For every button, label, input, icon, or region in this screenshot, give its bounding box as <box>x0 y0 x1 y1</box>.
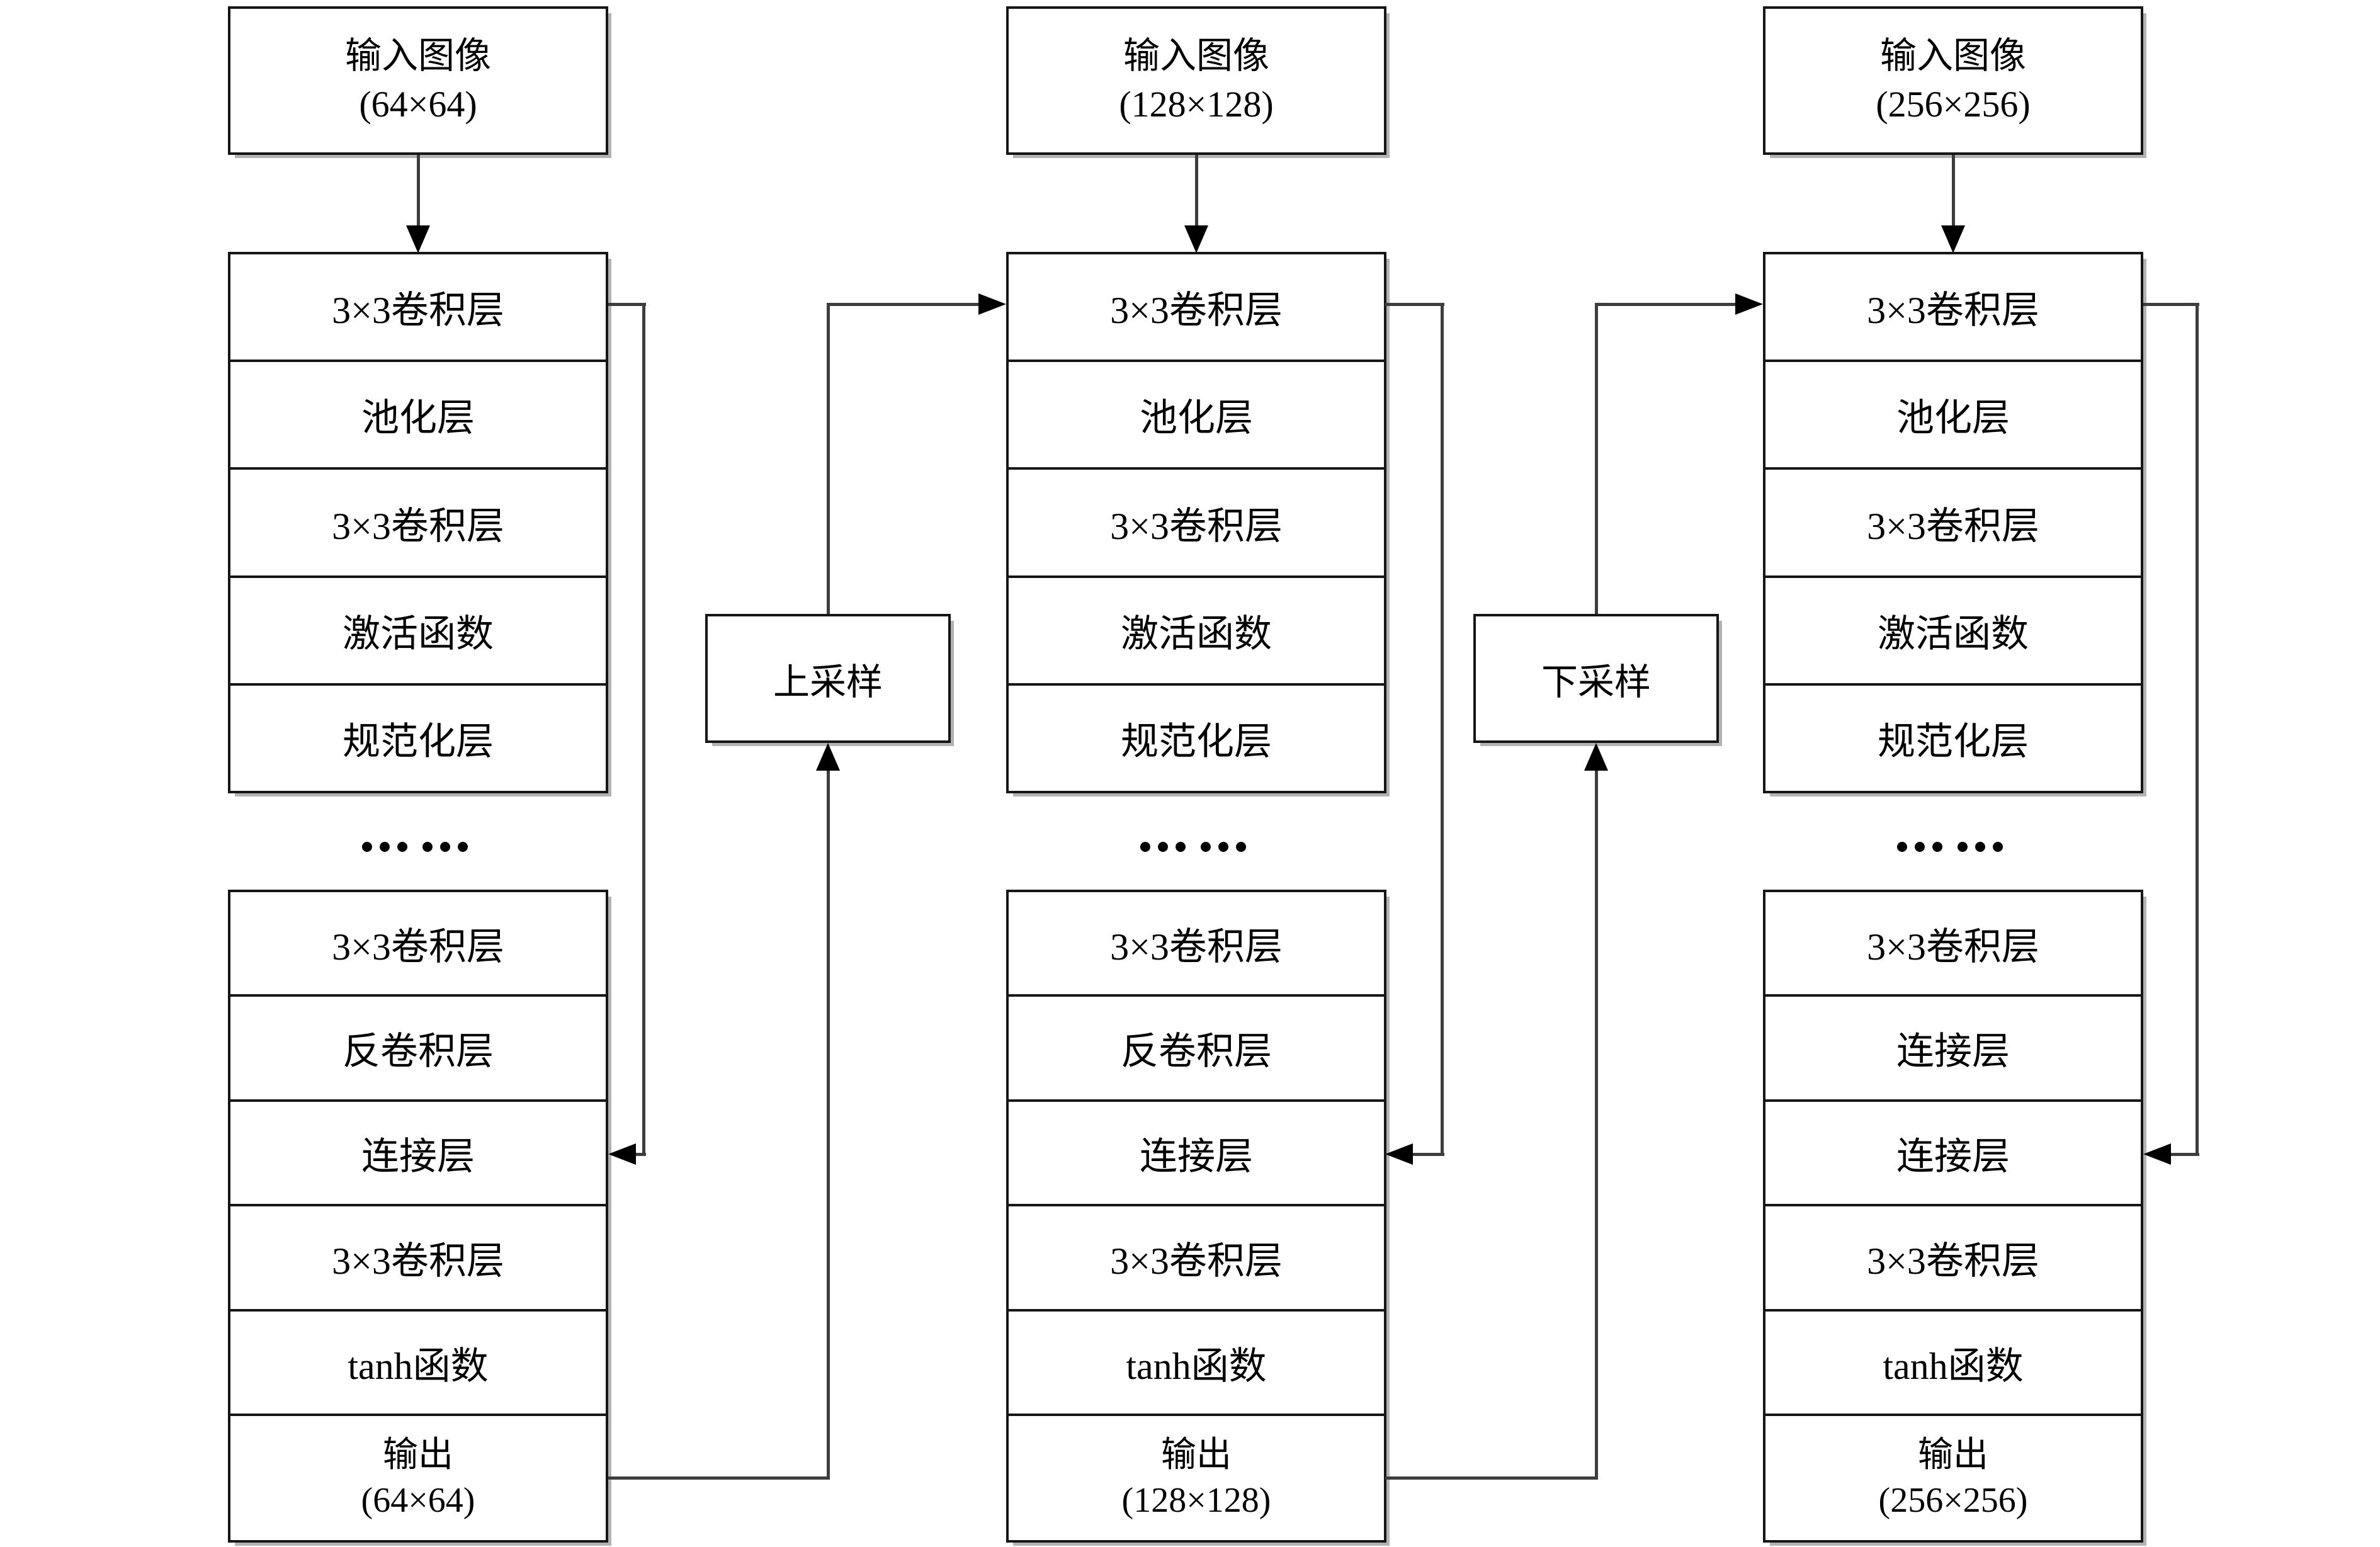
sampler-arrowhead-up <box>1584 743 1608 771</box>
decoder-layer-row: 连接层 <box>1765 994 2141 1099</box>
output-row: 输出 (64×64) <box>230 1414 606 1540</box>
input-image-box-64: 输入图像 (64×64) <box>228 6 608 155</box>
output-size: (256×256) <box>1878 1480 2028 1520</box>
input-arrow-line <box>1952 155 1955 229</box>
output-label: 输出 <box>1161 1436 1232 1475</box>
sampler-bottom-vertical <box>1595 769 1598 1480</box>
encoder-layer-row: 池化层 <box>1765 360 2141 467</box>
encoder-layer-row: 规范化层 <box>1009 683 1384 791</box>
decoder-layer-row: 3×3卷积层 <box>1110 926 1283 968</box>
ellipsis-dots: …… <box>1893 801 2014 864</box>
column-arrowhead-right <box>978 293 1006 315</box>
input-image-size: (256×256) <box>1876 84 2031 125</box>
output-size: (64×64) <box>361 1480 475 1520</box>
decoder-layer-row: 反卷积层 <box>230 994 606 1099</box>
decoder-layer-row: 反卷积层 <box>1009 994 1384 1099</box>
column-arrowhead-right <box>1735 293 1763 315</box>
decoder-layer-row: tanh函数 <box>1765 1308 2141 1414</box>
skip-line-bottom <box>635 1153 646 1156</box>
decoder-layer-row: 3×3卷积层 <box>332 926 504 968</box>
input-arrowhead-down <box>1941 225 1965 253</box>
skip-line-vertical <box>1441 303 1444 1156</box>
decoder-layer-row: 连接层 <box>1009 1099 1384 1204</box>
sampler-arrowhead-up <box>816 743 840 771</box>
input-arrowhead-down <box>1184 225 1208 253</box>
skip-arrowhead-left <box>608 1143 636 1165</box>
encoder-layer-row: 3×3卷积层 <box>332 290 504 332</box>
decoder-layer-row: 3×3卷积层 <box>1009 1204 1384 1308</box>
input-image-size: (128×128) <box>1119 84 1274 125</box>
encoder-layer-row: 3×3卷积层 <box>1110 290 1283 332</box>
output-label: 输出 <box>383 1436 453 1475</box>
output-to-sampler-line <box>608 1476 829 1480</box>
encoder-layer-row: 3×3卷积层 <box>1009 467 1384 575</box>
encoder-layer-row: 3×3卷积层 <box>230 467 606 575</box>
ellipsis-dots: …… <box>358 801 479 864</box>
output-to-sampler-line <box>1385 1476 1597 1480</box>
ellipsis-dots: …… <box>1136 801 1257 864</box>
encoder-layer-row: 激活函数 <box>1765 575 2141 683</box>
encoder-layer-row: 池化层 <box>230 360 606 467</box>
decoder-layer-row: 3×3卷积层 <box>230 1204 606 1308</box>
sampler-bottom-vertical <box>827 769 830 1480</box>
encoder-layer-row: 规范化层 <box>230 683 606 791</box>
upsample-label: 上采样 <box>773 661 883 703</box>
skip-line-top <box>608 303 646 306</box>
skip-line-bottom <box>2170 1153 2199 1156</box>
input-arrowhead-down <box>406 225 430 253</box>
decoder-layer-row: 连接层 <box>230 1099 606 1204</box>
decoder-layer-row: tanh函数 <box>230 1308 606 1414</box>
sampler-top-vertical <box>1595 305 1598 614</box>
upsample-box: 上采样 <box>705 614 951 743</box>
skip-arrowhead-left <box>2143 1143 2171 1165</box>
skip-line-bottom <box>1412 1153 1444 1156</box>
output-row: 输出 (128×128) <box>1009 1414 1384 1540</box>
encoder-layer-row: 3×3卷积层 <box>1765 467 2141 575</box>
input-arrow-line <box>1195 155 1198 229</box>
output-label: 输出 <box>1918 1436 1988 1475</box>
skip-line-vertical <box>2196 303 2199 1156</box>
downsample-label: 下采样 <box>1541 661 1651 703</box>
input-image-box-256: 输入图像 (256×256) <box>1763 6 2143 155</box>
encoder-layer-row: 池化层 <box>1009 360 1384 467</box>
sampler-to-column-line <box>827 303 981 306</box>
encoder-layer-row: 激活函数 <box>1009 575 1384 683</box>
input-arrow-line <box>417 155 420 229</box>
encoder-layer-row: 规范化层 <box>1765 683 2141 791</box>
input-image-label: 输入图像 <box>1879 35 2026 77</box>
decoder-layer-row: tanh函数 <box>1009 1308 1384 1414</box>
skip-line-top <box>1385 303 1444 306</box>
downsample-box: 下采样 <box>1473 614 1719 743</box>
output-row: 输出 (256×256) <box>1765 1414 2141 1540</box>
decoder-layer-row: 3×3卷积层 <box>1867 926 2039 968</box>
input-image-label: 输入图像 <box>1123 35 1269 77</box>
encoder-layer-row: 激活函数 <box>230 575 606 683</box>
skip-line-top <box>2143 303 2199 306</box>
input-image-label: 输入图像 <box>344 35 491 77</box>
encoder-layer-row: 3×3卷积层 <box>1867 290 2039 332</box>
skip-arrowhead-left <box>1385 1143 1413 1165</box>
decoder-layer-row: 3×3卷积层 <box>1765 1204 2141 1308</box>
decoder-layer-row: 连接层 <box>1765 1099 2141 1204</box>
output-size: (128×128) <box>1121 1480 1271 1520</box>
input-image-size: (64×64) <box>359 84 477 125</box>
sampler-top-vertical <box>827 305 830 614</box>
sampler-to-column-line <box>1595 303 1738 306</box>
input-image-box-128: 输入图像 (128×128) <box>1006 6 1386 155</box>
skip-line-vertical <box>642 303 645 1156</box>
